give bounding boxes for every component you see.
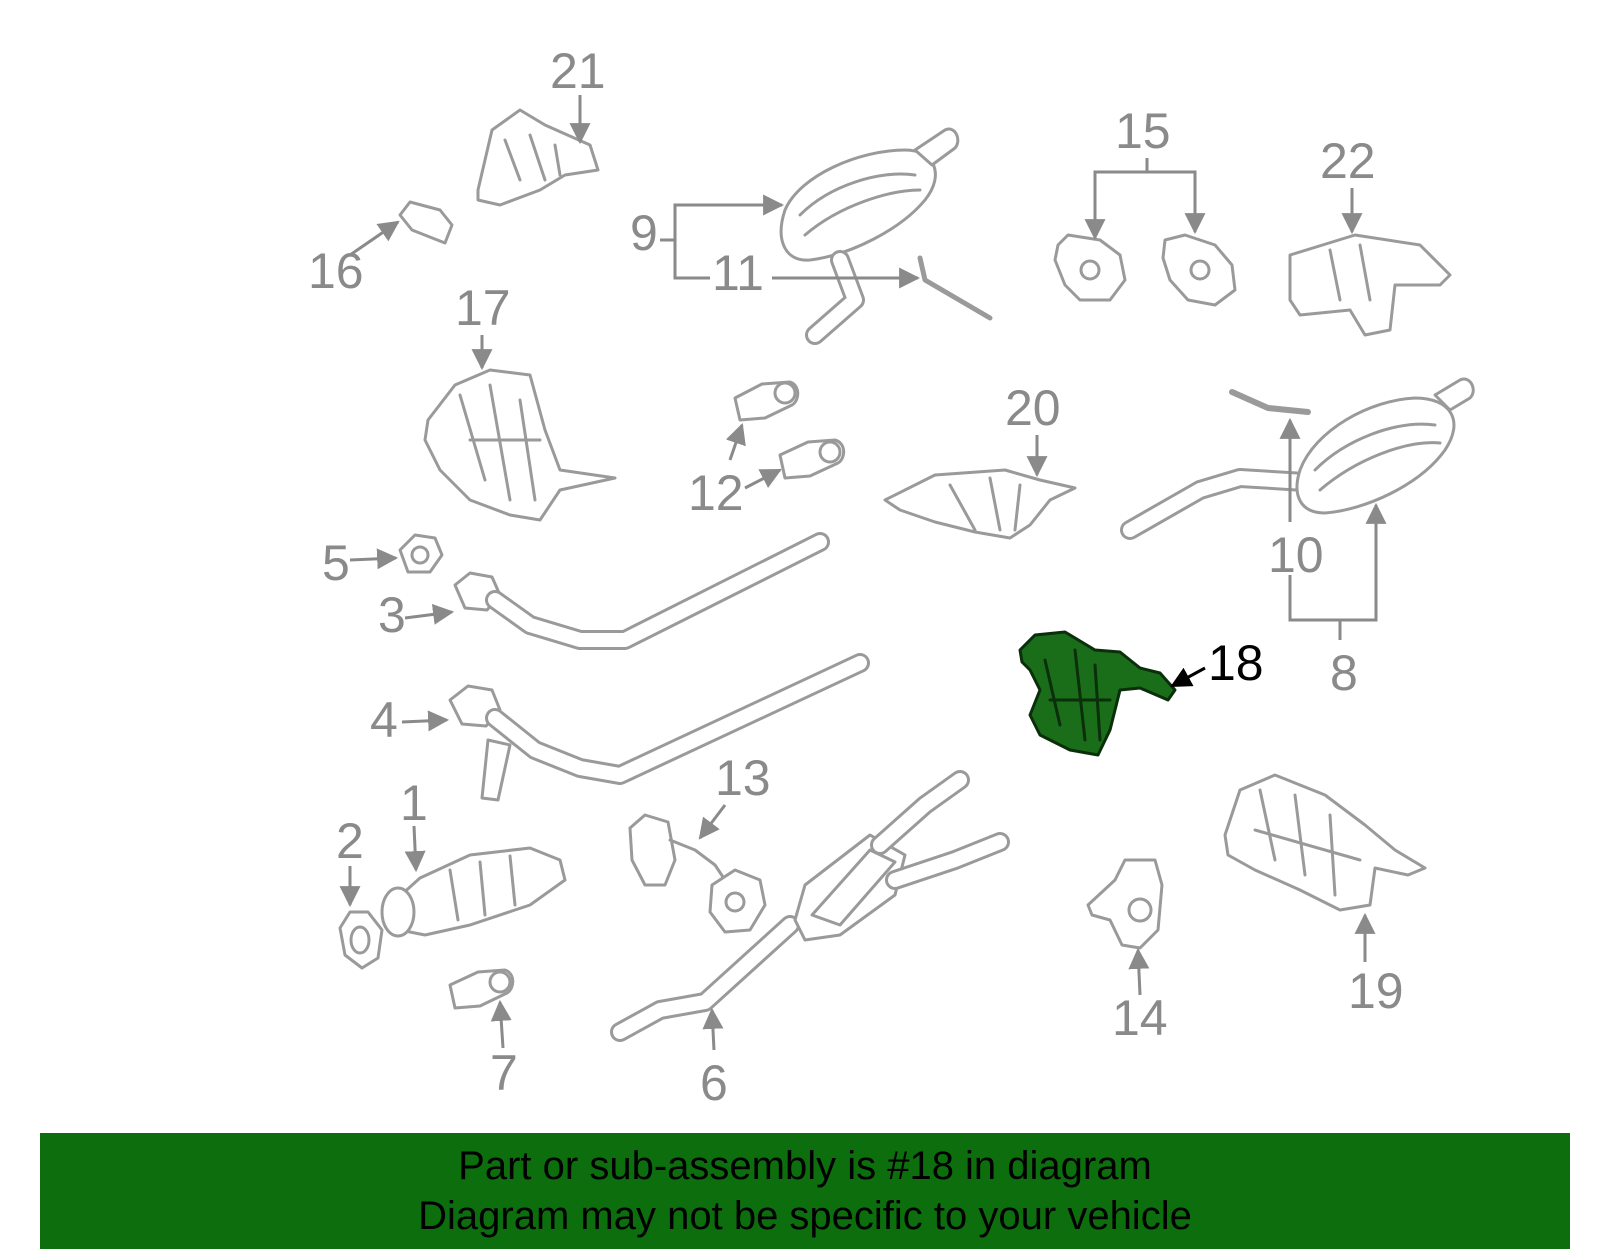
callout-15: 15 (1115, 103, 1171, 159)
callout-7: 7 (490, 1045, 518, 1101)
part-3-front-pipe[interactable] (453, 532, 830, 650)
callout-20: 20 (1005, 380, 1061, 436)
callout-18: 18 (1208, 635, 1264, 691)
callout-9: 9 (630, 205, 658, 261)
part-12-clamp-top[interactable] (733, 380, 800, 422)
part-9-rear-muffler[interactable] (779, 127, 960, 345)
part-13-hanger-bracket[interactable] (628, 813, 767, 934)
callout-17: 17 (455, 280, 511, 336)
part-1-catalytic-converter[interactable] (380, 846, 567, 938)
part-21-heat-shield[interactable] (476, 108, 600, 207)
callout-8: 8 (1330, 645, 1358, 701)
part-17-heat-shield[interactable] (423, 368, 617, 522)
part-22-heat-shield[interactable] (1288, 233, 1452, 337)
callout-10: 10 (1268, 527, 1324, 583)
part-6-center-pipe[interactable] (610, 770, 1010, 1042)
callout-19: 19 (1348, 963, 1404, 1019)
callout-12: 12 (688, 465, 744, 521)
banner-line-1: Part or sub-assembly is #18 in diagram (458, 1144, 1152, 1188)
part-7-clamp[interactable] (448, 968, 515, 1010)
part-10-intermediate-pipe[interactable] (1120, 389, 1315, 540)
callout-2: 2 (336, 813, 364, 869)
part-16-bracket[interactable] (398, 200, 454, 245)
banner-line-2: Diagram may not be specific to your vehi… (418, 1194, 1192, 1238)
callout-14: 14 (1112, 990, 1168, 1046)
part-15-hanger-left[interactable] (1053, 233, 1127, 302)
part-19-heat-shield[interactable] (1223, 773, 1427, 912)
callout-6: 6 (700, 1055, 728, 1111)
part-12-clamp-bottom[interactable] (778, 438, 846, 480)
callout-11: 11 (712, 245, 764, 301)
part-4-front-pipe[interactable] (448, 653, 870, 802)
part-18-heat-shield-highlighted[interactable] (1018, 630, 1177, 757)
callout-3: 3 (378, 587, 406, 643)
callout-21: 21 (550, 43, 606, 99)
part-20-heat-shield[interactable] (883, 468, 1077, 540)
part-2-gasket[interactable] (338, 910, 384, 970)
part-11-hanger-rod[interactable] (917, 255, 993, 321)
callout-1: 1 (400, 775, 428, 831)
part-15-hanger-right[interactable] (1161, 233, 1237, 307)
info-banner: Part or sub-assembly is #18 in diagram D… (40, 1133, 1570, 1249)
callout-13: 13 (715, 750, 771, 806)
callout-5: 5 (322, 535, 350, 591)
part-14-hanger[interactable] (1086, 858, 1164, 950)
part-5-gasket[interactable] (398, 533, 444, 574)
callout-22: 22 (1320, 133, 1376, 189)
callout-4: 4 (370, 692, 398, 748)
part-8-muffler[interactable] (1295, 377, 1475, 515)
